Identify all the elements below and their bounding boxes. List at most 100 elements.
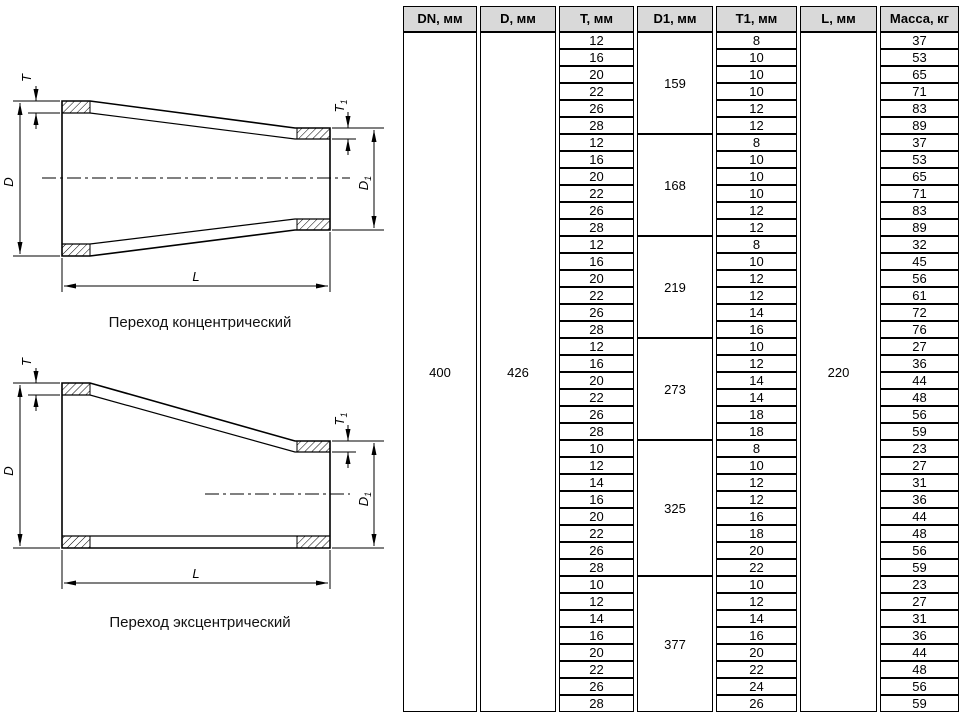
cell-t: 20 [559,168,634,185]
dimension-d1: D1 [332,440,384,549]
eccentric-drawing-caption: Переход эксцентрический [109,614,291,631]
cell-mass: 56 [880,542,959,559]
cell-t: 20 [559,270,634,287]
cell-t: 26 [559,304,634,321]
cell-mass: 59 [880,559,959,576]
cell-t: 20 [559,66,634,83]
pipe-body [42,100,350,257]
cell-mass: 56 [880,406,959,423]
dimension-t: T [19,357,60,411]
header-col-5: L, мм [800,6,877,32]
cell-t1: 22 [716,661,797,678]
cell-d1-group: 168 [637,134,713,236]
header-col-3: D1, мм [637,6,713,32]
concentric-reducer-drawing: D T T1 D1 [1,73,384,292]
dim-label-t: T [19,357,34,366]
cell-t: 10 [559,576,634,593]
cell-t1: 18 [716,406,797,423]
cell-mass: 61 [880,287,959,304]
cell-t1: 12 [716,117,797,134]
header-col-0: DN, мм [403,6,477,32]
cell-mass: 53 [880,49,959,66]
cell-d: 426 [480,32,556,712]
cell-t: 28 [559,321,634,338]
cell-t1: 14 [716,372,797,389]
cell-mass: 89 [880,219,959,236]
cell-t1: 12 [716,593,797,610]
cell-mass: 59 [880,423,959,440]
cell-t1: 8 [716,134,797,151]
cell-t1: 12 [716,270,797,287]
cell-mass: 27 [880,457,959,474]
cell-t1: 16 [716,321,797,338]
cell-t1: 10 [716,168,797,185]
dimension-t: T [19,73,60,129]
dimension-d1: D1 [332,127,384,231]
cell-mass: 36 [880,491,959,508]
cell-mass: 53 [880,151,959,168]
cell-mass: 76 [880,321,959,338]
cell-mass: 48 [880,661,959,678]
dim-label-d: D [1,466,16,475]
cell-t1: 20 [716,644,797,661]
cell-t1: 14 [716,610,797,627]
cell-t: 26 [559,100,634,117]
cell-mass: 65 [880,66,959,83]
table-row: 28 16 76 [403,321,959,338]
cell-t: 12 [559,236,634,253]
header-col-2: T, мм [559,6,634,32]
cell-t: 26 [559,406,634,423]
cell-t1: 10 [716,457,797,474]
cell-t1: 26 [716,695,797,712]
dimension-l: L [61,550,331,589]
cell-t: 16 [559,253,634,270]
dimension-l: L [61,232,331,292]
cell-t: 22 [559,389,634,406]
table-row: 26 18 56 [403,406,959,423]
cell-t1: 10 [716,253,797,270]
cell-mass: 89 [880,117,959,134]
dim-label-d1: D1 [356,176,373,190]
header-col-4: T1, мм [716,6,797,32]
cell-t: 28 [559,559,634,576]
cell-mass: 48 [880,525,959,542]
cell-t1: 10 [716,49,797,66]
cell-t: 16 [559,627,634,644]
cell-d1-group: 219 [637,236,713,338]
cell-d1-group: 273 [637,338,713,440]
header-col-1: D, мм [480,6,556,32]
cell-mass: 44 [880,644,959,661]
cell-t: 28 [559,117,634,134]
cell-mass: 71 [880,185,959,202]
cell-mass: 56 [880,678,959,695]
cell-t1: 18 [716,525,797,542]
dim-label-l: L [192,269,199,284]
cell-t1: 8 [716,32,797,49]
cell-mass: 23 [880,576,959,593]
concentric-drawing-caption: Переход концентрический [108,314,292,331]
dim-label-d: D [1,177,16,186]
dim-label-l: L [192,566,199,581]
dim-label-d1: D1 [356,492,373,506]
cell-t: 26 [559,542,634,559]
cell-t: 22 [559,287,634,304]
cell-t1: 12 [716,100,797,117]
